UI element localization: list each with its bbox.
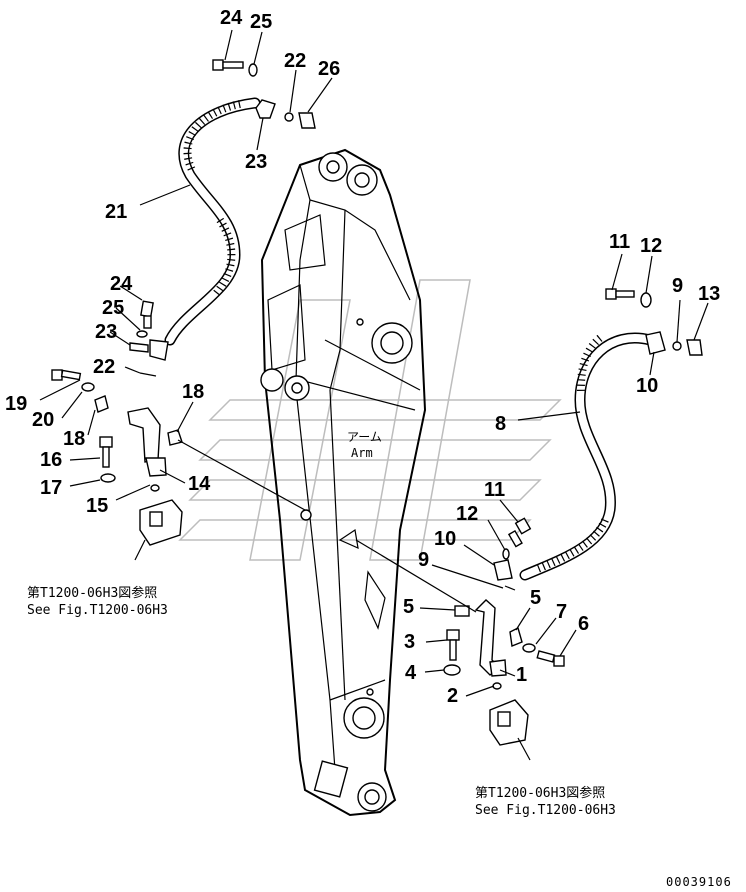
label-12: 12 [640,235,662,257]
ref-note-left-jp: 第T1200-06H3図参照 [27,585,157,601]
hose-8 [519,332,656,581]
label-21: 21 [105,201,127,223]
label-12b: 12 [456,503,478,525]
label-20: 20 [32,409,54,431]
label-9b: 9 [418,549,429,571]
label-13: 13 [698,283,720,305]
label-11: 11 [609,231,630,253]
arm-label-en: Arm [351,446,373,460]
label-8: 8 [495,413,506,435]
label-6: 6 [578,613,589,635]
small-parts [51,59,703,761]
arm-label-jp: アーム [347,430,382,444]
label-22: 22 [284,50,306,72]
label-25b: 25 [102,297,124,319]
label-18b: 18 [182,381,204,403]
label-23: 23 [245,151,267,173]
label-15: 15 [86,495,108,517]
leader-lines [39,29,709,697]
label-4: 4 [405,662,417,684]
label-24: 24 [220,7,243,29]
ref-note-right-jp: 第T1200-06H3図参照 [475,785,605,801]
watermark-logo [178,279,562,561]
drawing-code: 00039106 [666,875,732,889]
label-16: 16 [40,449,62,471]
part-labels: 24 25 22 26 23 21 24 25 23 22 19 20 18 1… [5,7,720,707]
arm-body [260,148,427,817]
label-2: 2 [447,685,458,707]
ref-note-right-en: See Fig.T1200-06H3 [475,803,616,818]
label-5: 5 [403,596,414,618]
label-11b: 11 [484,479,505,501]
label-26: 26 [318,58,340,80]
label-5b: 5 [530,587,541,609]
label-10b: 10 [434,528,456,550]
label-1: 1 [516,664,527,686]
label-19: 19 [5,393,27,415]
label-22b: 22 [93,356,115,378]
label-24b: 24 [110,273,133,295]
label-10: 10 [636,375,658,397]
ref-note-left-en: See Fig.T1200-06H3 [27,603,168,618]
label-23b: 23 [95,321,117,343]
label-25: 25 [250,11,272,33]
label-7: 7 [556,601,567,623]
label-3: 3 [404,631,415,653]
label-18: 18 [63,428,85,450]
label-17: 17 [40,477,62,499]
label-14: 14 [188,473,211,495]
label-9: 9 [672,275,683,297]
hose-21 [164,97,261,346]
